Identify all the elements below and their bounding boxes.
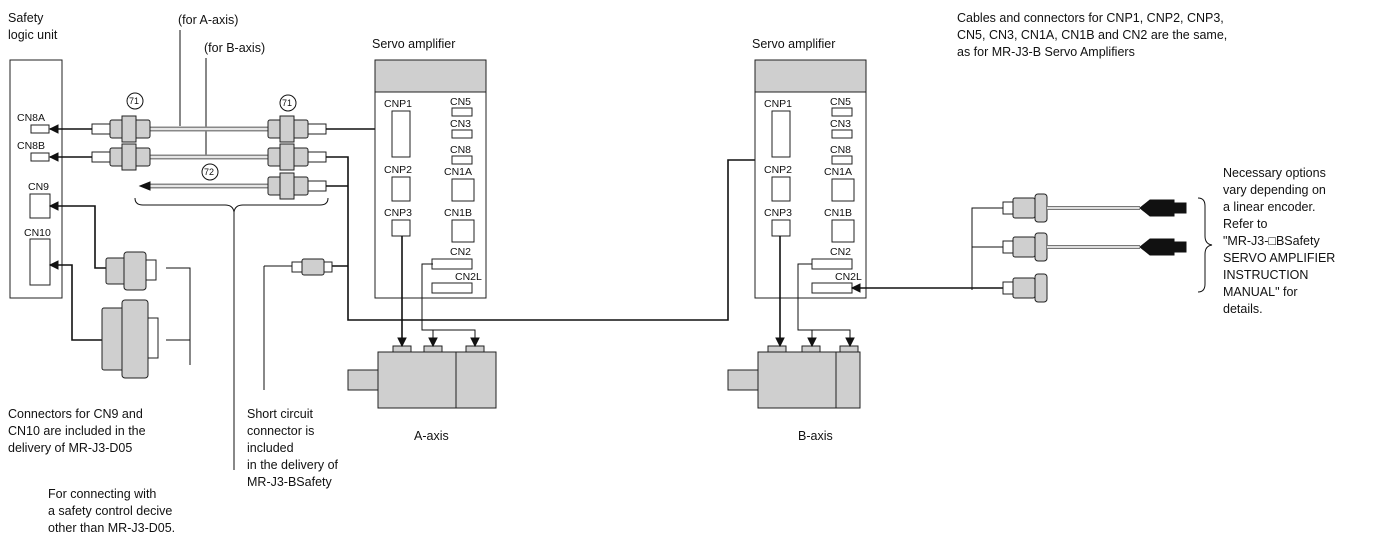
options-note-line3: a linear encoder.	[1223, 200, 1315, 214]
for-b-axis-label: (for B-axis)	[204, 41, 265, 55]
short-circuit-note-line3: included	[247, 441, 294, 455]
short-circuit-note-line5: MR-J3-BSafety	[247, 475, 332, 489]
cn8a-label: CN8A	[17, 112, 45, 124]
amp-b-cn1a-label: CN1A	[824, 166, 852, 178]
amp-b-cn2-label: CN2	[830, 246, 851, 258]
cn8b-port	[30, 152, 50, 162]
options-note-line5: "MR-J3-□BSafety	[1223, 234, 1320, 248]
safety-logic-unit: Safety logic unit CN8A CN8B CN9 CN10	[8, 11, 63, 299]
b-axis-label: B-axis	[798, 429, 833, 443]
options-note-line7: INSTRUCTION	[1223, 268, 1308, 282]
cn9-cn10-connectors	[48, 201, 191, 379]
amp-a-cn3-label: CN3	[450, 118, 471, 130]
cable-note-line2: CN5, CN3, CN1A, CN1B and CN2 are the sam…	[957, 28, 1227, 42]
a-axis-label: A-axis	[414, 429, 449, 443]
motor-b-axis: B-axis	[727, 345, 861, 443]
amp-b-cn8-label: CN8	[830, 144, 851, 156]
connectors-note-line3: delivery of MR-J3-D05	[8, 441, 132, 455]
amp-a-cn2-label: CN2	[450, 246, 471, 258]
cable-note: Cables and connectors for CNP1, CNP2, CN…	[957, 11, 1227, 59]
safety-control-note-line2: a safety control decive	[48, 504, 172, 518]
cn8b-label: CN8B	[17, 140, 45, 152]
cable-71-a: 71 71	[91, 92, 327, 143]
connector-plug-left-a	[91, 115, 151, 143]
marker-71-left	[126, 92, 144, 110]
options-note-line8: MANUAL" for	[1223, 285, 1298, 299]
servo-amplifier-b: Servo amplifier CNP1 CNP2 CNP3 CN5 CN3 C…	[752, 37, 867, 299]
short-circuit-note-line1: Short circuit	[247, 407, 314, 421]
marker-71-right	[279, 94, 297, 112]
safety-logic-unit-label-line2: logic unit	[8, 28, 58, 42]
options-note-line1: Necessary options	[1223, 166, 1326, 180]
options-note-line9: details.	[1223, 302, 1263, 316]
cable-71-b	[91, 143, 327, 171]
motor-a-axis: A-axis	[347, 345, 497, 443]
cable-72: 72	[138, 163, 327, 200]
cn10-port	[29, 238, 51, 286]
options-brace	[1197, 197, 1213, 293]
safety-control-note: For connecting with a safety control dec…	[48, 487, 175, 535]
marker-71-left-text: 71	[129, 96, 139, 106]
servo-amp-b-label: Servo amplifier	[752, 37, 835, 51]
amp-a-cnp1-label: CNP1	[384, 98, 412, 110]
marker-72-text: 72	[204, 167, 214, 177]
cn10-label: CN10	[24, 227, 51, 239]
amp-a-cn2l-label: CN2L	[455, 271, 482, 283]
amp-b-cn5-label: CN5	[830, 96, 851, 108]
short-circuit-note-line2: connector is	[247, 424, 314, 438]
amp-a-cnp2-label: CNP2	[384, 164, 412, 176]
connectors-note: Connectors for CN9 and CN10 are included…	[8, 407, 146, 455]
amp-a-cn8-label: CN8	[450, 144, 471, 156]
servo-amp-a-label: Servo amplifier	[372, 37, 455, 51]
servo-amplifier-a: Servo amplifier CNP1 CNP2 CNP3 CN5 CN3 C…	[372, 37, 487, 299]
amp-a-cn1a-label: CN1A	[444, 166, 472, 178]
connectors-note-line1: Connectors for CN9 and	[8, 407, 143, 421]
amp-b-cn2l-label: CN2L	[835, 271, 862, 283]
amp-b-cnp3-label: CNP3	[764, 207, 792, 219]
connectors-note-line2: CN10 are included in the	[8, 424, 146, 438]
amp-b-cnp1-label: CNP1	[764, 98, 792, 110]
options-note-line6: SERVO AMPLIFIER	[1223, 251, 1335, 265]
amp-a-cn1b-label: CN1B	[444, 207, 472, 219]
cn9-label: CN9	[28, 181, 49, 193]
for-a-axis-label: (for A-axis)	[178, 13, 238, 27]
options-note: Necessary options vary depending on a li…	[1223, 166, 1335, 316]
amp-b-cn1b-label: CN1B	[824, 207, 852, 219]
amp-a-cnp3-label: CNP3	[384, 207, 412, 219]
short-circuit-note: Short circuit connector is included in t…	[247, 407, 339, 489]
cable-note-line1: Cables and connectors for CNP1, CNP2, CN…	[957, 11, 1224, 25]
cn8a-port	[30, 124, 50, 134]
short-circuit-note-line4: in the delivery of	[247, 458, 339, 472]
cable-note-line3: as for MR-J3-B Servo Amplifiers	[957, 45, 1135, 59]
connector-plug-right-a	[267, 115, 327, 143]
cable-brace	[134, 197, 329, 213]
safety-logic-unit-label-line1: Safety	[8, 11, 44, 25]
amp-b-cn3-label: CN3	[830, 118, 851, 130]
options-note-line4: Refer to	[1223, 217, 1268, 231]
linear-encoder-options	[850, 193, 1187, 303]
safety-control-note-line1: For connecting with	[48, 487, 156, 501]
options-note-line2: vary depending on	[1223, 183, 1326, 197]
wire-to-amp-b-cn8	[326, 156, 828, 321]
marker-71-right-text: 71	[282, 98, 292, 108]
cn9-port	[29, 193, 51, 219]
safety-control-note-line3: other than MR-J3-D05.	[48, 521, 175, 535]
marker-72	[201, 163, 219, 181]
amp-a-cn5-label: CN5	[450, 96, 471, 108]
short-circuit-connector	[263, 258, 333, 390]
amp-b-cnp2-label: CNP2	[764, 164, 792, 176]
